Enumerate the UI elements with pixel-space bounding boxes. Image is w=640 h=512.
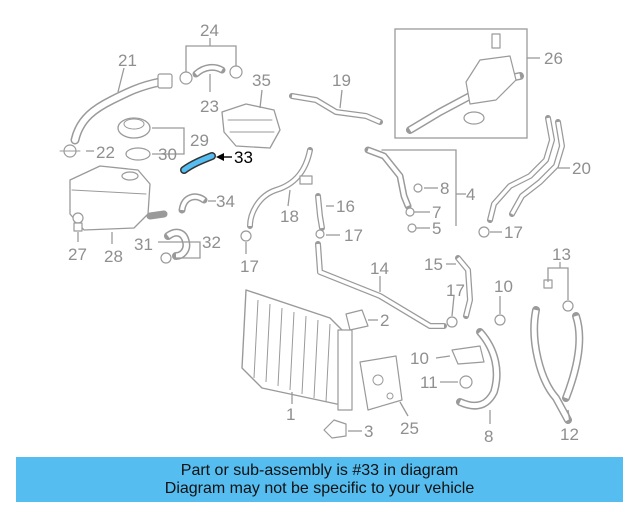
label-21: 21 bbox=[118, 51, 137, 70]
label-30: 30 bbox=[158, 145, 177, 164]
label-15: 15 bbox=[424, 255, 443, 274]
part-34-hose bbox=[146, 193, 208, 220]
label-31: 31 bbox=[134, 235, 153, 254]
part-16-hose bbox=[315, 193, 325, 239]
part-35-reservoir-top bbox=[221, 103, 281, 149]
part-14-pipe bbox=[315, 241, 447, 329]
label-1: 1 bbox=[286, 405, 295, 424]
label-20: 20 bbox=[572, 159, 591, 178]
part-20-pipes bbox=[487, 115, 565, 223]
label-7: 8 bbox=[440, 179, 449, 198]
part-26-bracket bbox=[359, 355, 403, 411]
label-17-c: 17 bbox=[504, 223, 523, 242]
label-4: 4 bbox=[466, 185, 475, 204]
part-4-pipe bbox=[364, 146, 423, 233]
label-33: 33 bbox=[234, 148, 253, 167]
part-24-clamps bbox=[179, 63, 243, 85]
part-15-hose bbox=[446, 255, 473, 328]
label-23: 23 bbox=[200, 97, 219, 116]
label-25: 26 bbox=[544, 49, 563, 68]
label-24: 24 bbox=[200, 21, 219, 40]
label-11: 11 bbox=[420, 373, 438, 392]
label-12: 12 bbox=[560, 425, 579, 444]
label-34: 34 bbox=[216, 192, 235, 211]
label-10: 10 bbox=[410, 349, 429, 368]
part-28-sensor bbox=[72, 212, 84, 232]
info-banner: Part or sub-assembly is #33 in diagram D… bbox=[16, 457, 623, 502]
label-13: 13 bbox=[552, 245, 571, 264]
part-33-hose-highlighted bbox=[180, 152, 216, 174]
part-21-upper-hose bbox=[70, 73, 173, 145]
label-2: 2 bbox=[380, 311, 389, 330]
part-3-mount bbox=[323, 419, 347, 439]
part-29-cap bbox=[117, 117, 151, 139]
label-14: 14 bbox=[370, 259, 389, 278]
part-12-hose bbox=[530, 279, 584, 424]
label-17-d: 17 bbox=[446, 281, 465, 300]
part-25-thermostat-box bbox=[394, 28, 528, 139]
label-6: 7 bbox=[432, 203, 441, 222]
banner-line-1: Part or sub-assembly is #33 in diagram bbox=[180, 461, 459, 479]
label-32: 32 bbox=[202, 233, 221, 252]
part-2-bracket bbox=[345, 309, 369, 331]
label-26: 25 bbox=[400, 419, 419, 438]
part-30-oring bbox=[125, 147, 151, 161]
label-35: 35 bbox=[252, 71, 271, 90]
label-8: 8 bbox=[484, 427, 493, 446]
label-9: 10 bbox=[494, 277, 513, 296]
part-22-fitting bbox=[59, 144, 81, 158]
part-18-hose bbox=[247, 147, 313, 229]
label-29: 29 bbox=[190, 131, 209, 150]
label-3: 3 bbox=[364, 422, 373, 441]
label-27: 28 bbox=[104, 247, 123, 266]
part-17-clamp-c bbox=[478, 226, 490, 238]
label-28: 27 bbox=[68, 245, 87, 264]
label-17-a: 17 bbox=[240, 257, 259, 276]
part-8-lower-hose bbox=[451, 328, 501, 410]
part-17-clamp-a bbox=[240, 230, 252, 242]
label-16: 16 bbox=[336, 197, 355, 216]
part-1-radiator bbox=[241, 289, 353, 411]
label-5: 5 bbox=[432, 219, 441, 238]
label-22: 22 bbox=[96, 143, 115, 162]
banner-line-2: Diagram may not be specific to your vehi… bbox=[164, 479, 475, 497]
parts-diagram: 21 24 23 35 29 22 30 33 bbox=[59, 21, 591, 446]
part-19-pipe bbox=[289, 93, 383, 125]
part-9-fitting bbox=[494, 314, 506, 326]
label-18: 18 bbox=[280, 207, 299, 226]
label-19: 19 bbox=[332, 71, 351, 90]
label-17-b: 17 bbox=[344, 226, 363, 245]
